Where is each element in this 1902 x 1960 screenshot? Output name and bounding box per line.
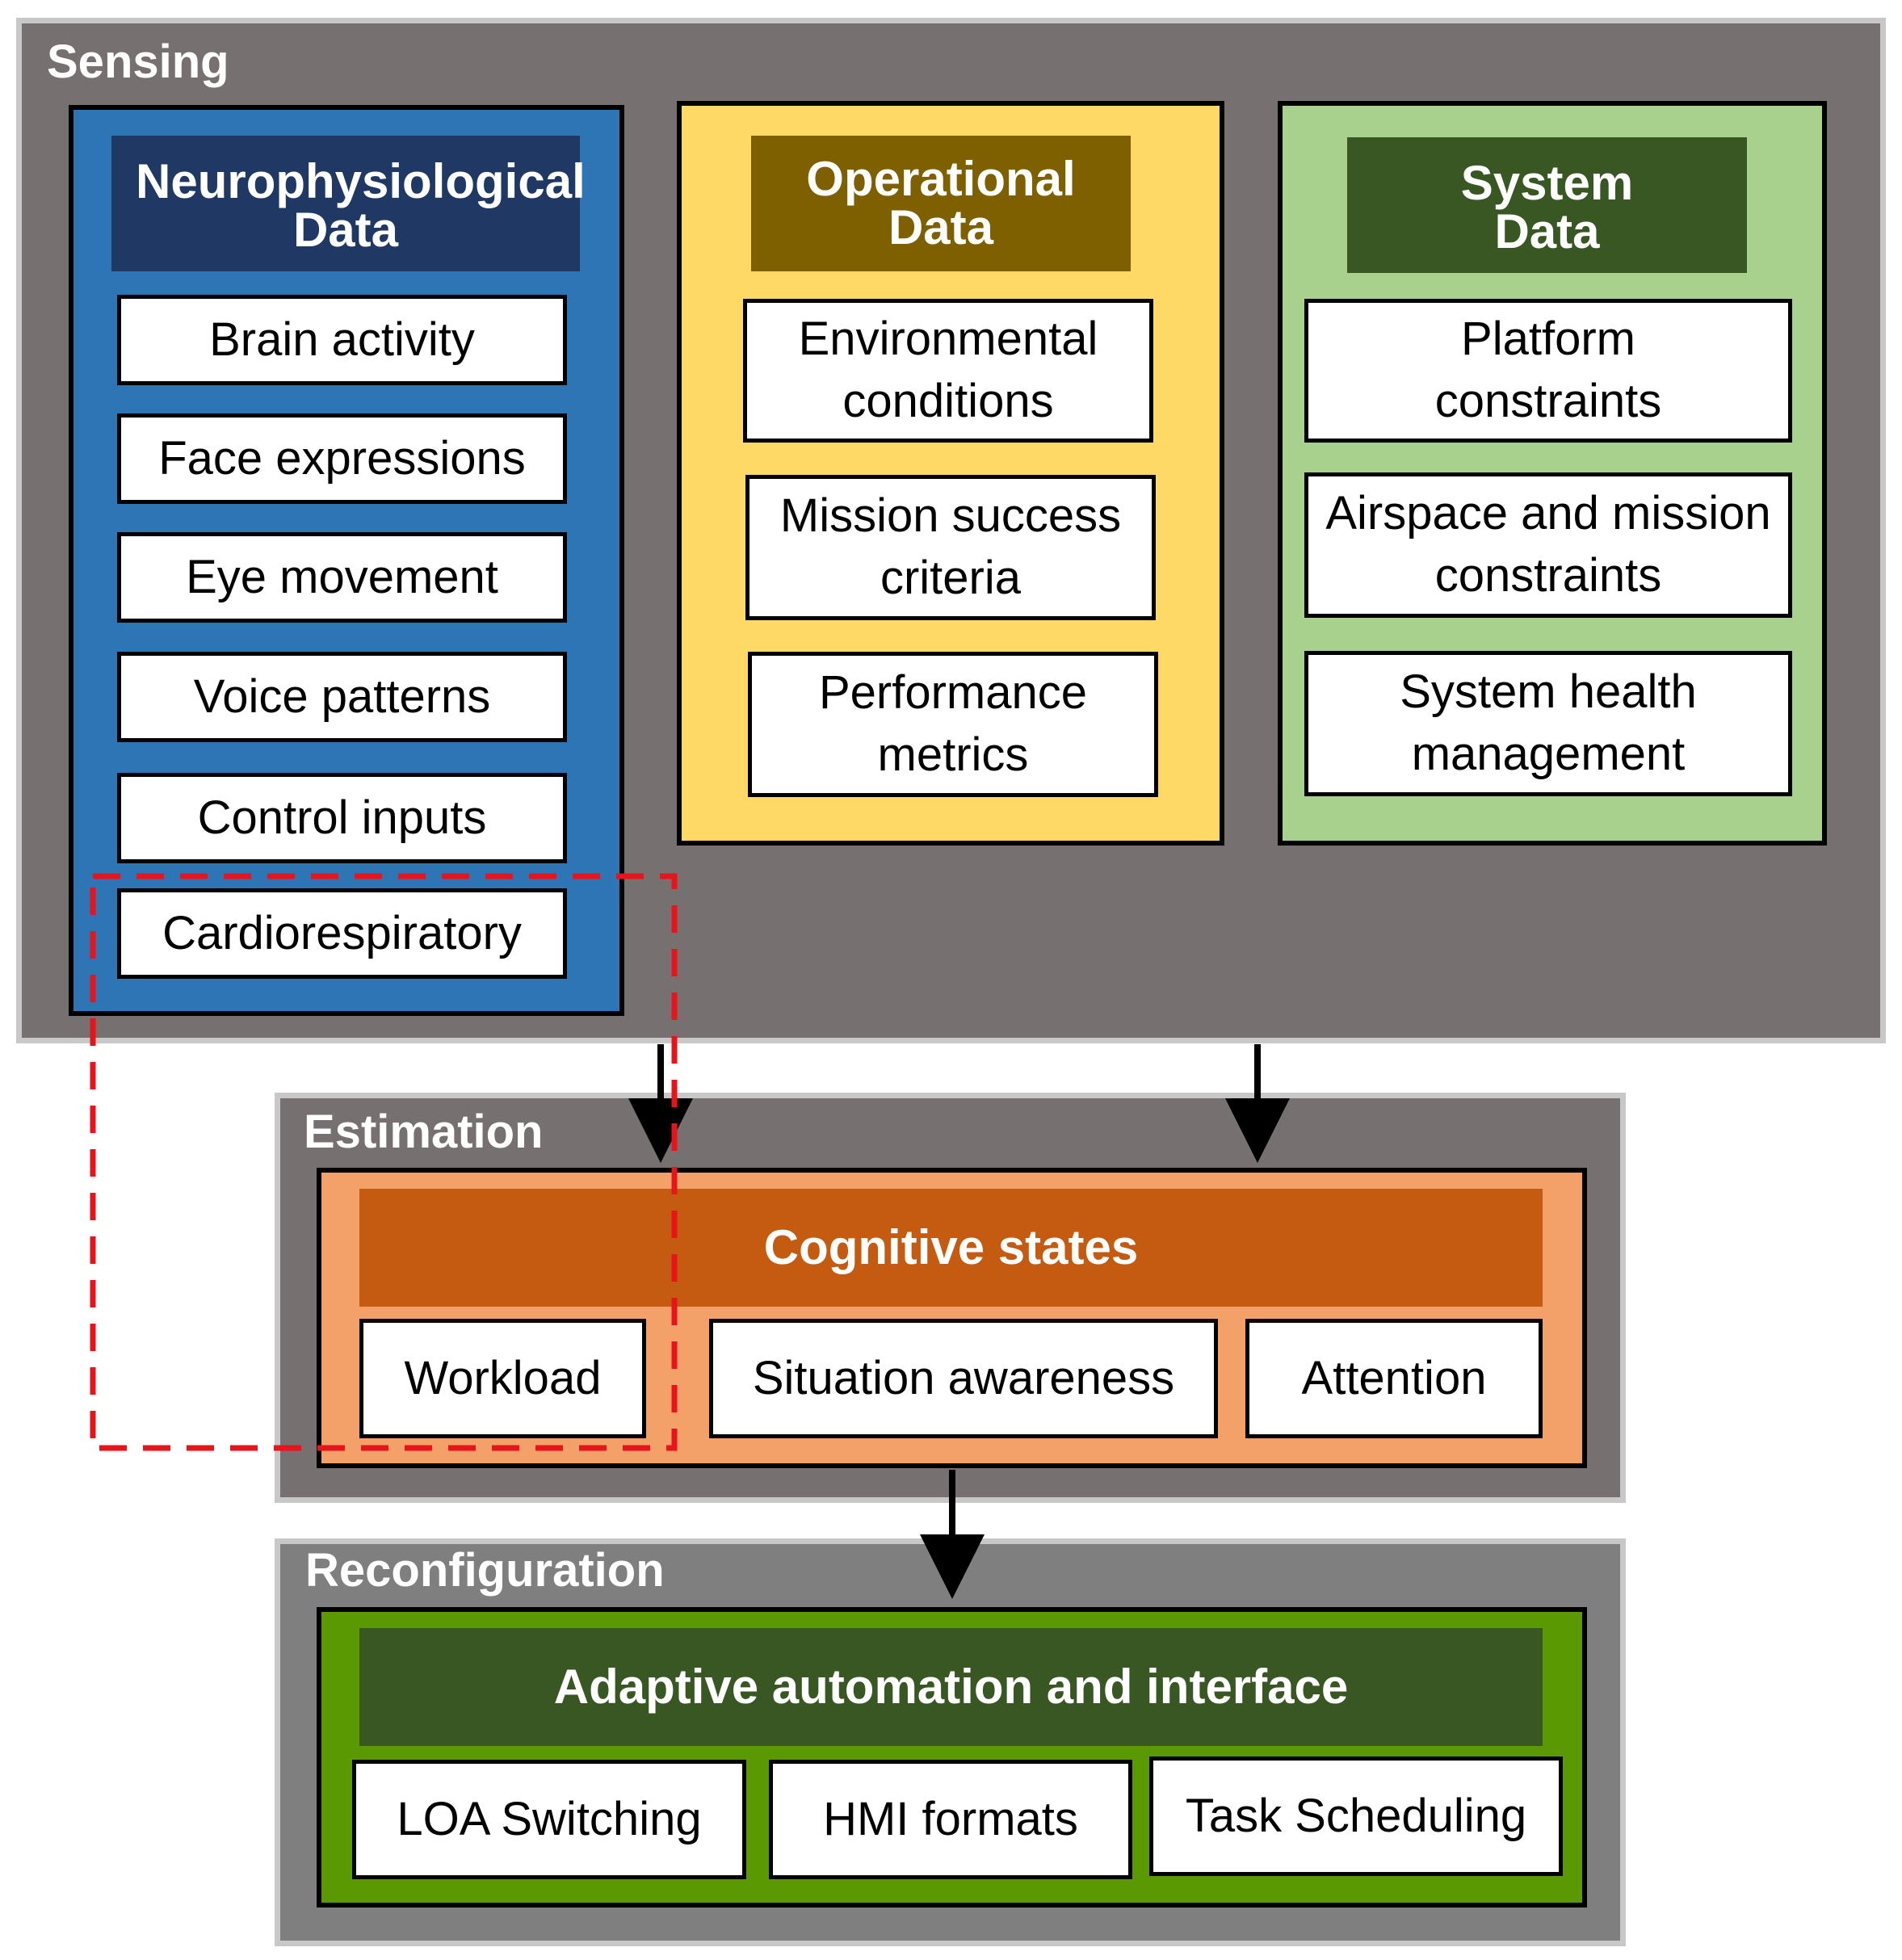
- neuro-item-cardiorespiratory: Cardiorespiratory: [117, 888, 567, 979]
- reconfiguration-label: Reconfiguration: [305, 1544, 665, 1597]
- operational-item-environmental-conditions: Environmental conditions: [743, 299, 1153, 443]
- operational-title: Operational Data: [806, 152, 1076, 254]
- adaptive-automation-header: Adaptive automation and interface: [359, 1628, 1543, 1746]
- neuro-item-eye-movement: Eye movement: [117, 532, 567, 623]
- cognitive-item-situation-awareness: Situation awareness: [709, 1319, 1218, 1438]
- highlight-dashed-box: [90, 873, 678, 1451]
- cognitive-item-workload: Workload: [359, 1319, 646, 1438]
- system-item-platform-constraints: Platform constraints: [1304, 299, 1792, 443]
- operational-header: Operational Data: [751, 136, 1131, 271]
- system-item-airspace-mission-constraints: Airspace and mission constraints: [1304, 472, 1792, 618]
- neuro-item-face-expressions: Face expressions: [117, 413, 567, 504]
- sensing-label: Sensing: [47, 36, 229, 88]
- cognitive-states-header: Cognitive states: [359, 1189, 1543, 1307]
- cognitive-states-title: Cognitive states: [763, 1220, 1139, 1274]
- neurophysiological-header: Neurophysiological Data: [111, 136, 586, 271]
- adaptive-automation-title: Adaptive automation and interface: [553, 1660, 1349, 1714]
- system-title: System Data: [1460, 156, 1634, 258]
- operational-item-mission-success-criteria: Mission success criteria: [745, 475, 1156, 620]
- neurophysiological-title: Neurophysiological Data: [136, 154, 586, 257]
- system-header: System Data: [1347, 137, 1747, 273]
- operational-item-performance-metrics: Performance metrics: [748, 652, 1158, 797]
- adaptive-item-hmi-formats: HMI formats: [769, 1760, 1132, 1879]
- neuro-item-control-inputs: Control inputs: [117, 773, 567, 863]
- cognitive-item-attention: Attention: [1245, 1319, 1543, 1438]
- estimation-label: Estimation: [304, 1106, 544, 1158]
- adaptive-item-loa-switching: LOA Switching: [352, 1760, 746, 1879]
- system-item-system-health-management: System health management: [1304, 651, 1792, 796]
- neuro-item-brain-activity: Brain activity: [117, 295, 567, 385]
- neuro-item-voice-patterns: Voice patterns: [117, 652, 567, 742]
- adaptive-item-task-scheduling: Task Scheduling: [1149, 1756, 1563, 1876]
